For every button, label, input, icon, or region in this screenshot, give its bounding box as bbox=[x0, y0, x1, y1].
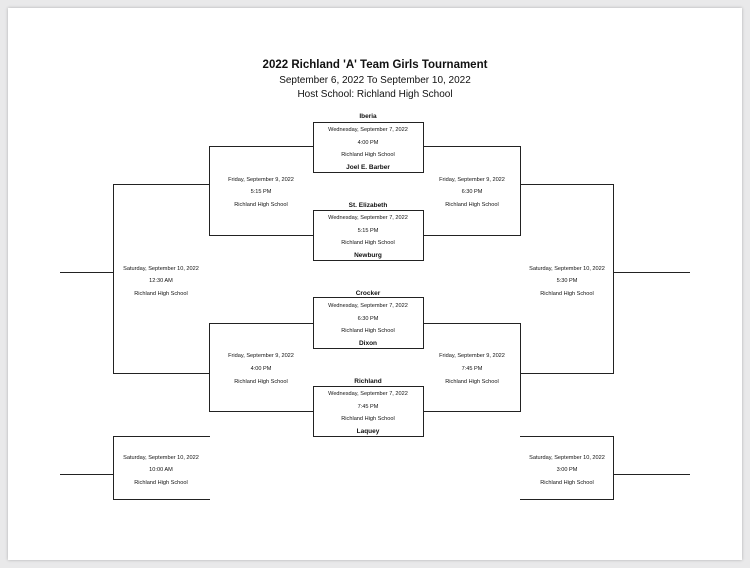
game3-left-line bbox=[313, 297, 314, 348]
game1-left-line bbox=[313, 122, 314, 172]
final-right-top-output bbox=[613, 272, 690, 273]
final-left-top-time: 12:30 AM bbox=[149, 278, 173, 284]
game3-date: Wednesday, September 7, 2022 bbox=[328, 303, 408, 309]
game4-site: Richland High School bbox=[341, 416, 395, 422]
final-right-top-line-b bbox=[520, 373, 614, 374]
final-left-bottom-date: Saturday, September 10, 2022 bbox=[123, 455, 199, 461]
game3-top-line bbox=[313, 297, 424, 298]
final-left-top-line-a bbox=[113, 184, 210, 185]
game1-right-line bbox=[423, 122, 424, 172]
final-left-top-output bbox=[60, 272, 114, 273]
game3-time: 6:30 PM bbox=[357, 316, 379, 322]
semi-right-top-site: Richland High School bbox=[445, 202, 499, 208]
game4-top-line bbox=[313, 386, 424, 387]
final-left-bottom-line-b bbox=[113, 499, 210, 500]
semi-left-bottom-vline bbox=[209, 323, 210, 411]
game1-bottom-line bbox=[313, 172, 424, 173]
semi-left-bottom-date: Friday, September 9, 2022 bbox=[228, 353, 294, 359]
final-left-bottom-vline bbox=[113, 436, 114, 499]
semi-left-top-vline bbox=[209, 146, 210, 235]
semi-left-bottom-line-b bbox=[209, 411, 314, 412]
game4-bottom-line bbox=[313, 436, 424, 437]
game4-team-bottom: Laquey bbox=[356, 428, 380, 435]
game1-team-bottom: Joel E. Barber bbox=[346, 164, 390, 171]
final-right-top-time: 5:30 PM bbox=[556, 278, 578, 284]
final-left-bottom-time: 10:00 AM bbox=[149, 467, 173, 473]
game2-team-top: St. Elizabeth bbox=[348, 202, 388, 209]
semi-left-top-line-b bbox=[209, 235, 314, 236]
semi-left-top-time: 5:15 PM bbox=[250, 189, 272, 195]
game3-site: Richland High School bbox=[341, 328, 395, 334]
semi-left-bottom-line-a bbox=[209, 323, 314, 324]
tournament-dates: September 6, 2022 To September 10, 2022 bbox=[279, 75, 471, 86]
game2-bottom-line bbox=[313, 260, 424, 261]
final-right-top-site: Richland High School bbox=[540, 291, 594, 297]
final-right-bottom-line-a bbox=[520, 436, 614, 437]
semi-left-bottom-time: 4:00 PM bbox=[250, 366, 272, 372]
semi-left-top-date: Friday, September 9, 2022 bbox=[228, 177, 294, 183]
game4-time: 7:45 PM bbox=[357, 404, 379, 410]
final-left-top-line-b bbox=[113, 373, 210, 374]
final-right-bottom-output bbox=[613, 474, 690, 475]
semi-right-bottom-line-b bbox=[423, 411, 521, 412]
game1-time: 4:00 PM bbox=[357, 140, 379, 146]
semi-right-top-line-b bbox=[423, 235, 521, 236]
host-school: Host School: Richland High School bbox=[297, 89, 453, 100]
semi-left-top-site: Richland High School bbox=[234, 202, 288, 208]
final-right-top-line-a bbox=[520, 184, 614, 185]
semi-right-bottom-site: Richland High School bbox=[445, 379, 499, 385]
semi-left-bottom-site: Richland High School bbox=[234, 379, 288, 385]
game3-team-bottom: Dixon bbox=[358, 340, 378, 347]
semi-right-bottom-time: 7:45 PM bbox=[461, 366, 483, 372]
game3-team-top: Crocker bbox=[355, 290, 381, 297]
final-left-bottom-output bbox=[60, 474, 114, 475]
semi-right-bottom-vline bbox=[520, 323, 521, 411]
game1-top-line bbox=[313, 122, 424, 123]
final-right-top-vline bbox=[613, 184, 614, 373]
game1-site: Richland High School bbox=[341, 152, 395, 158]
semi-left-top-line-a bbox=[209, 146, 314, 147]
final-right-bottom-vline bbox=[613, 436, 614, 499]
final-right-bottom-date: Saturday, September 10, 2022 bbox=[529, 455, 605, 461]
game2-site: Richland High School bbox=[341, 240, 395, 246]
tournament-title: 2022 Richland 'A' Team Girls Tournament bbox=[262, 59, 488, 71]
final-left-bottom-line-a bbox=[113, 436, 210, 437]
game1-date: Wednesday, September 7, 2022 bbox=[328, 127, 408, 133]
game2-date: Wednesday, September 7, 2022 bbox=[328, 215, 408, 221]
final-left-bottom-site: Richland High School bbox=[134, 480, 188, 486]
final-left-top-site: Richland High School bbox=[134, 291, 188, 297]
final-left-top-date: Saturday, September 10, 2022 bbox=[123, 266, 199, 272]
semi-right-top-line-a bbox=[423, 146, 521, 147]
game2-team-bottom: Newburg bbox=[354, 252, 382, 259]
game4-team-top: Richland bbox=[354, 378, 382, 385]
bracket-page bbox=[8, 8, 742, 560]
final-left-top-vline bbox=[113, 184, 114, 373]
game3-right-line bbox=[423, 297, 424, 348]
final-right-top-date: Saturday, September 10, 2022 bbox=[529, 266, 605, 272]
game1-team-top: Iberia bbox=[359, 113, 377, 120]
final-right-bottom-line-b bbox=[520, 499, 614, 500]
game3-bottom-line bbox=[313, 348, 424, 349]
final-right-bottom-site: Richland High School bbox=[540, 480, 594, 486]
semi-right-top-date: Friday, September 9, 2022 bbox=[439, 177, 505, 183]
game2-top-line bbox=[313, 210, 424, 211]
final-right-bottom-time: 3:00 PM bbox=[556, 467, 578, 473]
game2-time: 5:15 PM bbox=[357, 228, 379, 234]
semi-right-bottom-line-a bbox=[423, 323, 521, 324]
semi-right-top-vline bbox=[520, 146, 521, 235]
game4-date: Wednesday, September 7, 2022 bbox=[328, 391, 408, 397]
semi-right-top-time: 6:30 PM bbox=[461, 189, 483, 195]
semi-right-bottom-date: Friday, September 9, 2022 bbox=[439, 353, 505, 359]
